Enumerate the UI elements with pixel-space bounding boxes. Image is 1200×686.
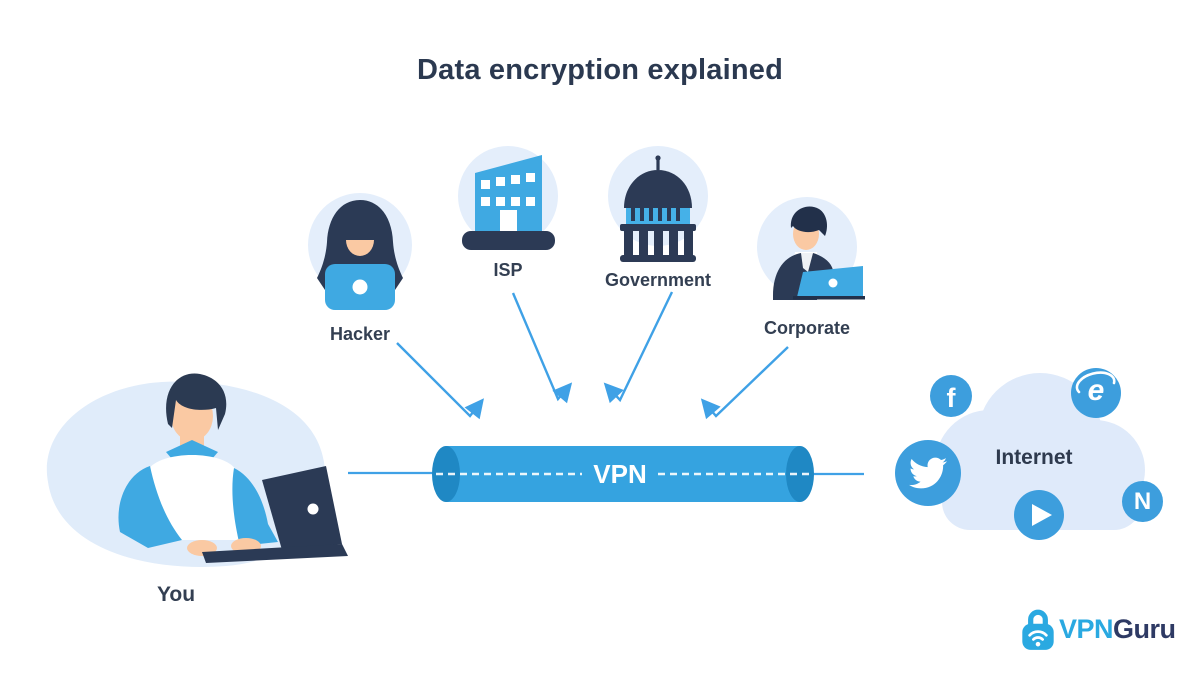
tunnel-body	[446, 446, 800, 502]
vpn-tunnel: VPN	[348, 446, 864, 502]
arrow-isp-deflected	[511, 292, 573, 404]
twitter-icon	[895, 440, 961, 506]
tunnel-end-left	[432, 446, 460, 502]
hacker-icon	[308, 193, 412, 310]
logo-text-guru: Guru	[1113, 613, 1176, 644]
arrow-government-deflected	[603, 291, 674, 404]
government-capitol-icon	[608, 146, 708, 262]
lock-wifi-icon	[1022, 609, 1054, 650]
threat-hacker: Hacker	[295, 190, 425, 345]
ie-glyph: e	[1087, 374, 1105, 407]
page-title: Data encryption explained	[417, 54, 783, 86]
netflix-glyph: N	[1133, 487, 1152, 515]
internet-label: Internet	[995, 446, 1073, 469]
corporate-label: Corporate	[763, 318, 850, 338]
threat-government: Government	[598, 144, 718, 291]
background-blob	[46, 381, 326, 567]
tunnel-label: VPN	[593, 459, 646, 489]
ie-orbit-ring	[1075, 371, 1116, 394]
arrow-corporate-deflected	[700, 346, 789, 420]
government-label: Government	[604, 270, 712, 290]
user-label: You	[156, 583, 196, 606]
hacker-label: Hacker	[329, 324, 391, 344]
user-at-laptop-illustration	[46, 373, 348, 567]
arrow-hacker-deflected	[396, 342, 484, 420]
threat-corporate: Corporate	[745, 196, 869, 339]
facebook-glyph: f	[946, 382, 956, 413]
vpnguru-logo: VPN Guru	[1020, 606, 1176, 652]
video-play-icon	[1014, 490, 1064, 540]
threat-isp: ISP	[448, 144, 568, 281]
internet-explorer-icon: e	[1071, 368, 1121, 418]
corporate-person-icon	[757, 197, 865, 300]
tunnel-end-right	[786, 446, 814, 502]
facebook-icon: f	[930, 375, 972, 417]
netflix-icon: N	[1122, 481, 1163, 522]
logo-text-vpn: VPN	[1059, 613, 1114, 644]
isp-label: ISP	[493, 260, 523, 280]
play-triangle	[1031, 504, 1052, 526]
twitter-bird	[909, 457, 947, 489]
isp-building-icon	[458, 146, 558, 250]
